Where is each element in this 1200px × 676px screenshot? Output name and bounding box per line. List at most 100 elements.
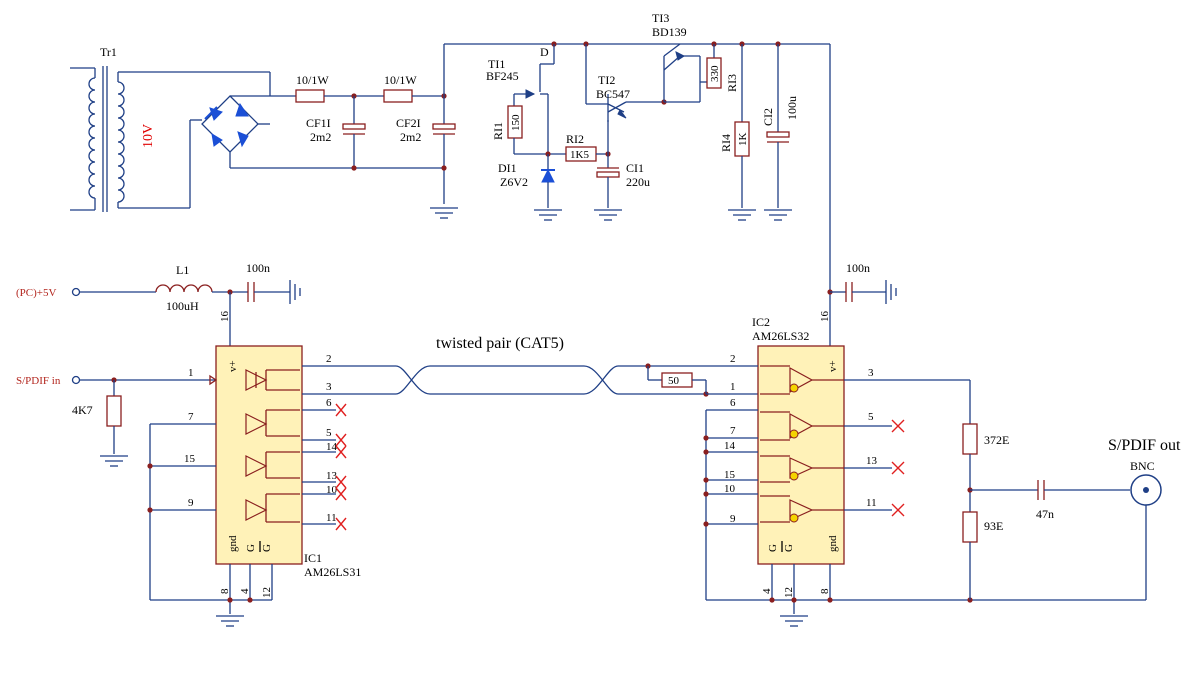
ic2-receiver-2 <box>760 411 844 441</box>
ground-symbol <box>764 209 792 221</box>
ic2-ref: IC2 <box>752 315 770 329</box>
twisted-pair-cable <box>395 365 730 395</box>
ic1-gnd: gnd <box>227 535 239 552</box>
resistor-372e <box>962 423 978 455</box>
ground-symbol <box>216 615 244 627</box>
ic1-ref: IC1 <box>304 551 322 565</box>
r93-label: 93E <box>984 519 1003 533</box>
ic1-pin2: 2 <box>326 353 332 365</box>
ic1-driver-4 <box>245 493 300 523</box>
pc5v-terminal <box>71 287 81 297</box>
c2-val: 100u <box>785 96 799 120</box>
ic2-receiver-4 <box>760 495 844 523</box>
spdif-in-label: S/PDIF in <box>16 375 61 387</box>
ic2-pin16: 16 <box>819 311 831 323</box>
ground-symbol <box>100 455 128 467</box>
r3-ref: RI3 <box>725 74 739 92</box>
ic2-part: AM26LS32 <box>752 329 809 343</box>
ic1-driver-3 <box>245 451 300 479</box>
ic1-pin10: 10 <box>326 484 338 496</box>
ground-symbol <box>885 280 897 304</box>
ic2-pin10: 10 <box>724 483 736 495</box>
inductor-l1 <box>155 284 213 293</box>
cf2-val: 2m2 <box>400 130 421 144</box>
resistor-r3 <box>706 57 722 89</box>
rf1-label: 10/1W <box>296 73 329 87</box>
r2-val: 1K5 <box>570 149 589 161</box>
t3-part: BD139 <box>652 25 687 39</box>
ic1-g: G <box>245 544 257 552</box>
ic1-pin8: 8 <box>219 588 231 594</box>
ic2-pin14: 14 <box>724 440 736 452</box>
resistor-93e <box>962 511 978 543</box>
transformer <box>70 66 271 212</box>
pc5v-label: (PC)+5V <box>16 287 56 299</box>
c-dec1-label: 100n <box>246 261 270 275</box>
ic2-pin5: 5 <box>868 411 874 423</box>
ic1-part: AM26LS31 <box>304 565 361 579</box>
c1-val: 220u <box>626 175 650 189</box>
no-connect-marks <box>335 403 347 531</box>
ic1-pin16: 16 <box>219 311 231 323</box>
resistor-r1 <box>507 105 523 139</box>
r4-val: 1K <box>737 133 749 147</box>
ground-symbol <box>534 209 562 221</box>
ground-symbol <box>430 207 458 219</box>
ic1-gbar: G <box>261 544 273 552</box>
ic2-pin3: 3 <box>868 367 874 379</box>
ic2-pin15: 15 <box>724 469 736 481</box>
ic1-pin12: 12 <box>261 587 273 598</box>
ic2-pin9: 9 <box>730 513 736 525</box>
resistor-4k7 <box>106 395 122 427</box>
ic1-pin14: 14 <box>326 441 338 453</box>
ic1-pin1: 1 <box>188 367 194 379</box>
spdif-out-label: S/PDIF out <box>1108 437 1181 454</box>
twisted-pair-label: twisted pair (CAT5) <box>436 335 564 352</box>
r-in-label: 4K7 <box>72 403 93 417</box>
cf1-ref: CF1I <box>306 116 331 130</box>
ic1-pin9: 9 <box>188 497 194 509</box>
t1-ref: TI1 <box>488 57 505 71</box>
l1-val: 100uH <box>166 299 199 313</box>
ic1-driver-1 <box>245 369 300 391</box>
ic1-pin11: 11 <box>326 512 337 524</box>
bridge-rectifier <box>201 95 270 168</box>
t2-part: BC547 <box>596 87 630 101</box>
r4-ref: RI4 <box>719 134 733 152</box>
ground-symbol <box>594 209 622 221</box>
d1-part: Z6V2 <box>500 175 528 189</box>
ic2-pin1: 1 <box>730 381 736 393</box>
ic1-pin15: 15 <box>184 453 196 465</box>
ic2-pin8: 8 <box>819 588 831 594</box>
t1-pin-d: D <box>540 45 549 59</box>
c1-ref: CI1 <box>626 161 644 175</box>
rf2-label: 10/1W <box>384 73 417 87</box>
ground-symbol <box>780 615 808 627</box>
ic2-gnd: gnd <box>827 535 839 552</box>
ground-symbol <box>728 209 756 221</box>
d1-ref: DI1 <box>498 161 517 175</box>
resistor-rf2 <box>383 89 413 103</box>
t1-part: BF245 <box>486 69 519 83</box>
ic1-pin6: 6 <box>326 397 332 409</box>
ic2-pin13: 13 <box>866 455 878 467</box>
c-dec2-label: 100n <box>846 261 870 275</box>
resistor-rf1 <box>295 89 325 103</box>
ic1-pin4: 4 <box>239 588 251 594</box>
ic1-pin13: 13 <box>326 470 338 482</box>
l1-ref: L1 <box>176 263 189 277</box>
r2-ref: RI2 <box>566 132 584 146</box>
r1-val: 150 <box>510 114 522 131</box>
ground-symbol <box>289 280 301 304</box>
ic1-pin7: 7 <box>188 411 194 423</box>
no-connect-marks <box>891 419 905 517</box>
t3-ref: TI3 <box>652 11 669 25</box>
c-out-label: 47n <box>1036 507 1054 521</box>
r372-label: 372E <box>984 433 1009 447</box>
cf2-ref: CF2I <box>396 116 421 130</box>
spdif-in-terminal <box>71 375 81 385</box>
ic2-vplus: v+ <box>827 360 839 372</box>
bnc-label: BNC <box>1130 459 1155 473</box>
ic2-pin7: 7 <box>730 425 736 437</box>
ic2-pin2: 2 <box>730 353 736 365</box>
